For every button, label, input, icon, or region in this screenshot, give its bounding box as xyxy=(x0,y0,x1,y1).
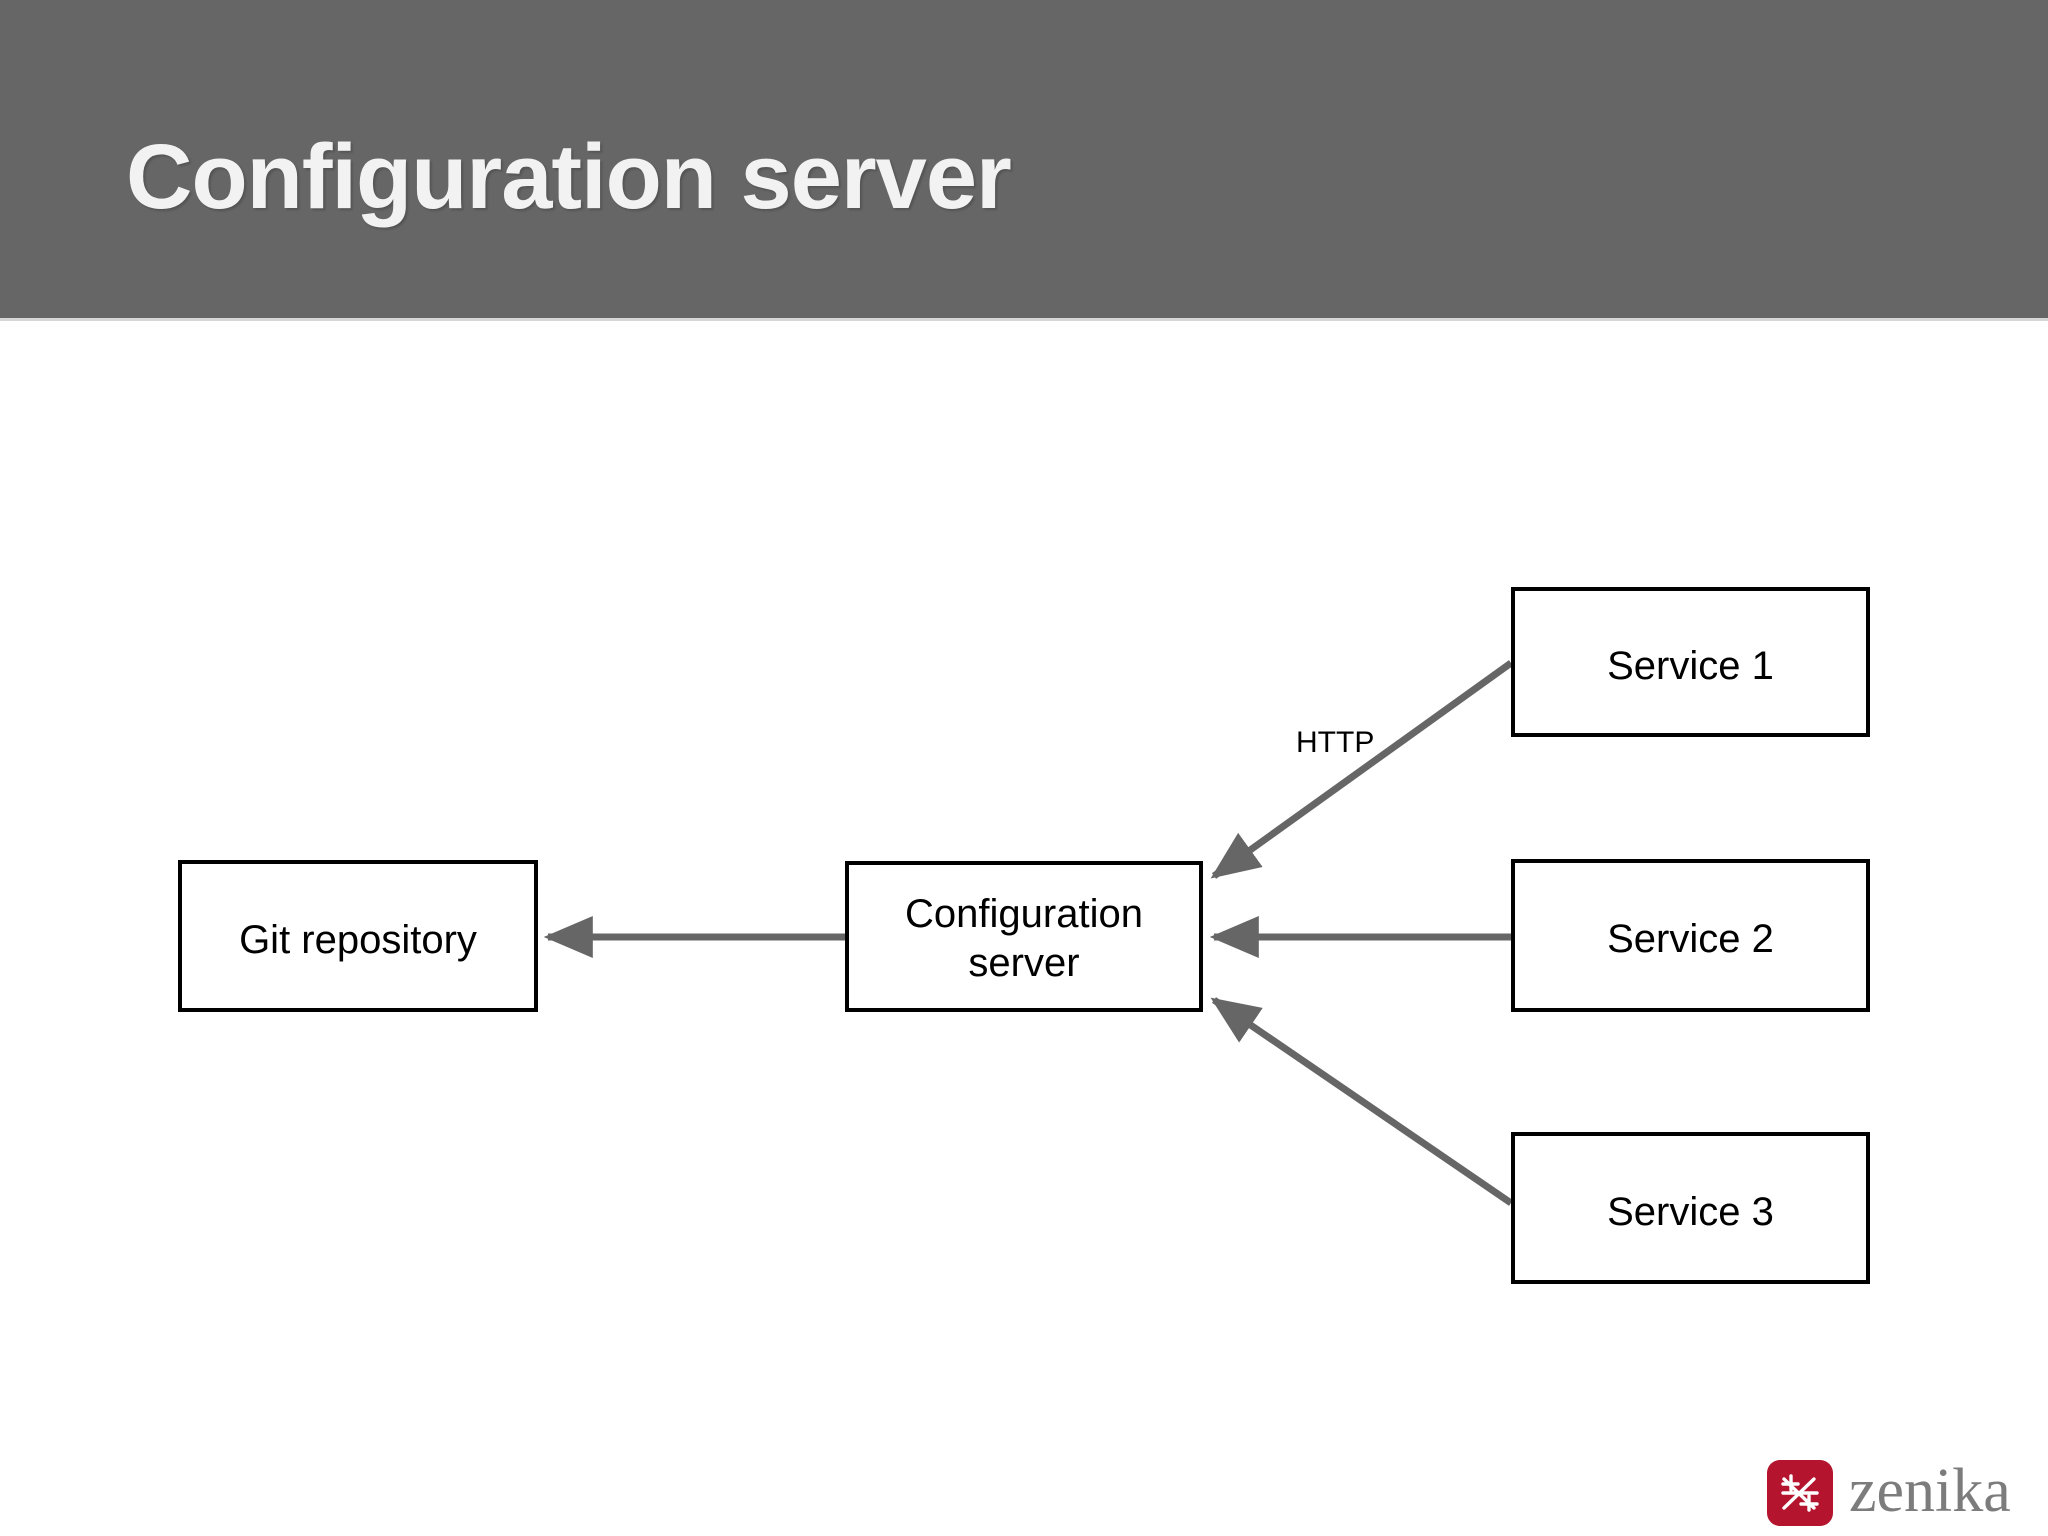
node-label-git-repository: Git repository xyxy=(239,917,477,962)
node-label-line-1: Configuration xyxy=(905,891,1143,936)
node-configuration-server[interactable]: Configuration server xyxy=(845,861,1203,1012)
node-label-service-2: Service 2 xyxy=(1607,917,1774,962)
node-label-service-1: Service 1 xyxy=(1607,643,1774,688)
node-git-repository[interactable]: Git repository xyxy=(178,860,538,1012)
node-label-line-2: server xyxy=(968,940,1080,985)
node-service-2[interactable]: Service 2 xyxy=(1511,859,1870,1012)
header-band xyxy=(0,0,2048,318)
zenika-mark-icon xyxy=(1767,1460,1833,1526)
node-label-service-3: Service 3 xyxy=(1607,1189,1774,1234)
page-title: Configuration server xyxy=(126,126,1012,228)
edge-label-http: HTTP xyxy=(1296,726,1375,759)
zenika-wordmark: zenika xyxy=(1849,1457,2011,1525)
zenika-logo: zenika xyxy=(1767,1456,2035,1530)
edge-service-1-to-config xyxy=(1210,660,1514,879)
node-service-3[interactable]: Service 3 xyxy=(1511,1132,1870,1284)
edge-service-3-to-config xyxy=(1210,997,1513,1206)
node-label-configuration-server: Configuration server xyxy=(905,890,1143,988)
header-divider xyxy=(0,318,2048,321)
node-service-1[interactable]: Service 1 xyxy=(1511,587,1870,737)
